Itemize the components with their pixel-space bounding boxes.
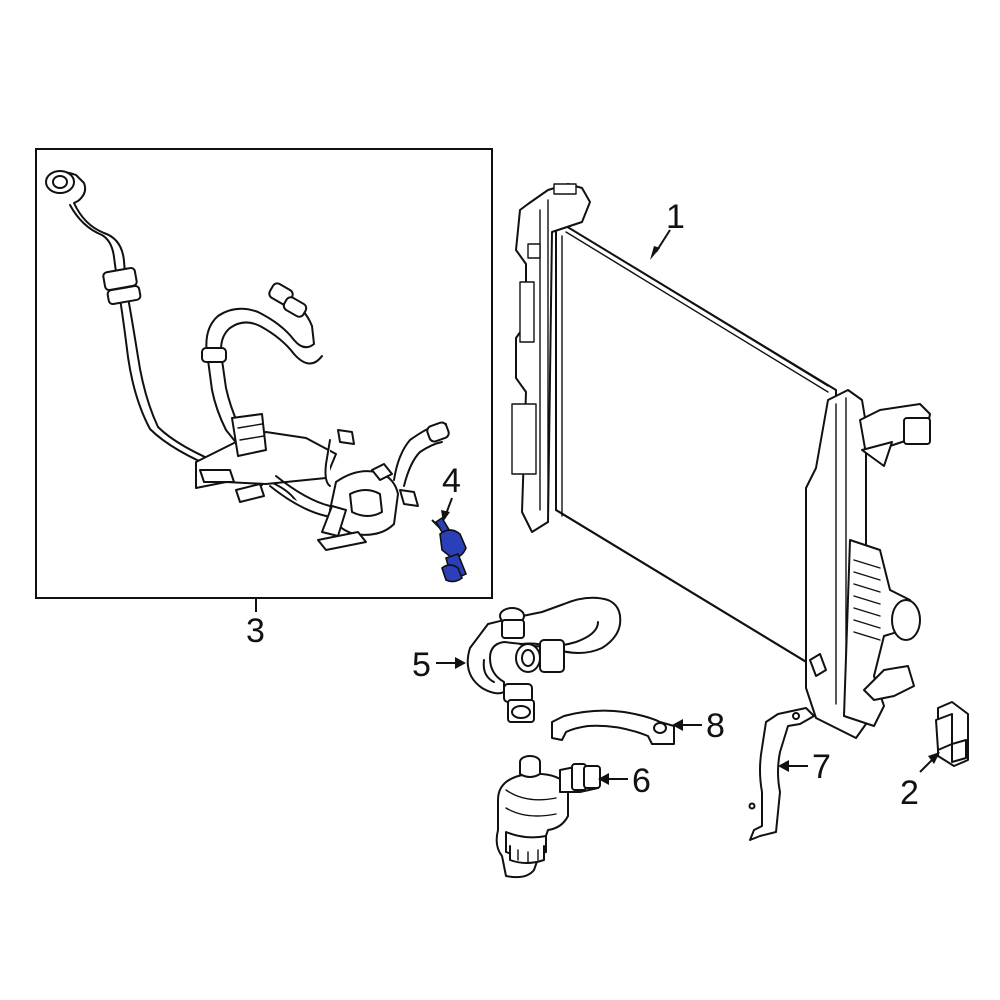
coolant-sensor-part-4[interactable] [431,516,468,583]
bracket-part-7[interactable] [748,707,815,841]
callout-1: 1 [666,198,685,236]
radiator-part-1[interactable] [511,183,931,739]
callout-3: 3 [246,612,265,650]
callout-6: 6 [632,762,651,800]
hose-assembly-inset-box [35,148,493,599]
callout-2: 2 [900,774,919,812]
hose-assembly[interactable] [45,170,450,551]
bracket-part-2[interactable] [935,701,969,767]
callout-5: 5 [412,646,431,684]
hose-part-5[interactable] [466,596,622,723]
callout-7: 7 [812,748,831,786]
callout-8: 8 [706,707,725,745]
clamp-part-8[interactable] [551,709,675,745]
callout-4: 4 [442,462,461,500]
water-pump-part-6[interactable] [495,755,601,879]
